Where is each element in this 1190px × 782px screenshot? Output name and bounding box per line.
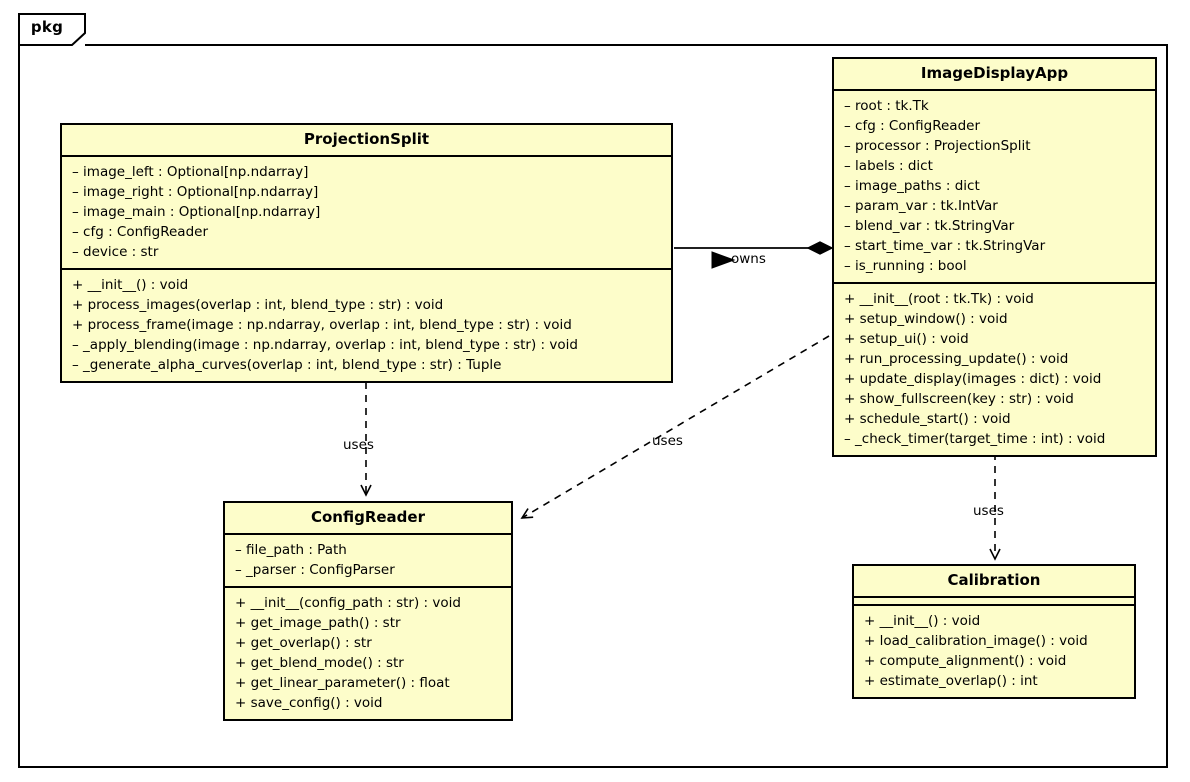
edge-label-uses-app-calibration: uses	[973, 503, 1004, 519]
class-member: + estimate_overlap() : int	[864, 672, 1038, 689]
package-frame-top-edge	[85, 44, 1168, 46]
class-member: – image_left : Optional[np.ndarray]	[72, 163, 309, 180]
package-label: pkg	[30, 18, 64, 36]
package-tab	[18, 13, 86, 46]
class-separator	[834, 281, 1155, 284]
attributes-compartment-projection-split: – image_left : Optional[np.ndarray] – ima…	[62, 157, 671, 268]
class-member: + run_processing_update() : void	[844, 350, 1069, 367]
class-separator	[854, 603, 1134, 606]
class-name-calibration: Calibration	[947, 571, 1041, 589]
class-member: – start_time_var : tk.StringVar	[844, 237, 1046, 254]
class-member: – file_path : Path	[235, 541, 347, 558]
class-member: – param_var : tk.IntVar	[844, 197, 998, 214]
class-member: + process_frame(image : np.ndarray, over…	[72, 316, 572, 333]
class-member: + get_overlap() : str	[235, 634, 372, 651]
class-member: – labels : dict	[844, 157, 933, 174]
class-member: + setup_window() : void	[844, 310, 1008, 327]
class-member: – image_paths : dict	[844, 177, 980, 194]
class-member: – _check_timer(target_time : int) : void	[844, 430, 1106, 447]
class-member: + get_blend_mode() : str	[235, 654, 404, 671]
class-member: – blend_var : tk.StringVar	[844, 217, 1015, 234]
class-member: + get_linear_parameter() : float	[235, 674, 450, 691]
class-member: + __init__() : void	[864, 612, 981, 629]
edge-label-uses-projection-config: uses	[343, 437, 374, 453]
class-separator	[834, 88, 1155, 91]
class-member: – processor : ProjectionSplit	[844, 137, 1031, 154]
methods-compartment-config-reader: + __init__(config_path : str) : void + ge…	[225, 588, 511, 719]
class-separator	[62, 267, 671, 270]
class-member: + load_calibration_image() : void	[864, 632, 1088, 649]
class-separator	[62, 154, 671, 157]
class-member: – root : tk.Tk	[844, 97, 929, 114]
class-member: – device : str	[72, 243, 159, 260]
class-separator	[225, 532, 511, 535]
class-member: + __init__(config_path : str) : void	[235, 594, 461, 611]
class-member: + process_images(overlap : int, blend_ty…	[72, 296, 444, 313]
class-member: + setup_ui() : void	[844, 330, 969, 347]
class-member: + schedule_start() : void	[844, 410, 1011, 427]
class-member: + get_image_path() : str	[235, 614, 401, 631]
class-separator	[854, 595, 1134, 598]
package-frame	[18, 44, 1168, 768]
class-member: + show_fullscreen(key : str) : void	[844, 390, 1074, 407]
class-member: – _parser : ConfigParser	[235, 561, 395, 578]
class-member: – _apply_blending(image : np.ndarray, ov…	[72, 336, 578, 353]
class-member: – cfg : ConfigReader	[844, 117, 981, 134]
edge-label-uses-app-config: uses	[652, 433, 683, 449]
class-member: + __init__(root : tk.Tk) : void	[844, 290, 1034, 307]
class-box-calibration[interactable]: Calibration + __init__() : void + load_ca…	[852, 564, 1136, 699]
methods-compartment-projection-split: + __init__() : void + process_images(over…	[62, 270, 671, 381]
class-member: + save_config() : void	[235, 694, 383, 711]
class-member: + __init__() : void	[72, 276, 189, 293]
class-member: + compute_alignment() : void	[864, 652, 1067, 669]
class-member: – is_running : bool	[844, 257, 967, 274]
class-box-config-reader[interactable]: ConfigReader – file_path : Path – _parser…	[223, 501, 513, 721]
class-member: – image_main : Optional[np.ndarray]	[72, 203, 321, 220]
class-name-config-reader: ConfigReader	[310, 508, 425, 526]
class-separator	[225, 585, 511, 588]
edge-label-owns: owns	[731, 251, 766, 267]
class-box-image-display-app[interactable]: ImageDisplayApp – root : tk.Tk – cfg : Co…	[832, 57, 1157, 457]
class-member: – _generate_alpha_curves(overlap : int, …	[72, 356, 502, 373]
class-member: – cfg : ConfigReader	[72, 223, 209, 240]
class-member: + update_display(images : dict) : void	[844, 370, 1102, 387]
class-name-image-display-app: ImageDisplayApp	[920, 64, 1069, 82]
methods-compartment-image-display-app: + __init__(root : tk.Tk) : void + setup_w…	[834, 284, 1155, 455]
attributes-compartment-config-reader: – file_path : Path – _parser : ConfigPars…	[225, 535, 511, 586]
class-box-projection-split[interactable]: ProjectionSplit – image_left : Optional[…	[60, 123, 673, 383]
class-name-projection-split: ProjectionSplit	[303, 130, 430, 148]
class-member: – image_right : Optional[np.ndarray]	[72, 183, 319, 200]
methods-compartment-calibration: + __init__() : void + load_calibration_im…	[854, 606, 1134, 697]
attributes-compartment-image-display-app: – root : tk.Tk – cfg : ConfigReader – proc…	[834, 91, 1155, 282]
